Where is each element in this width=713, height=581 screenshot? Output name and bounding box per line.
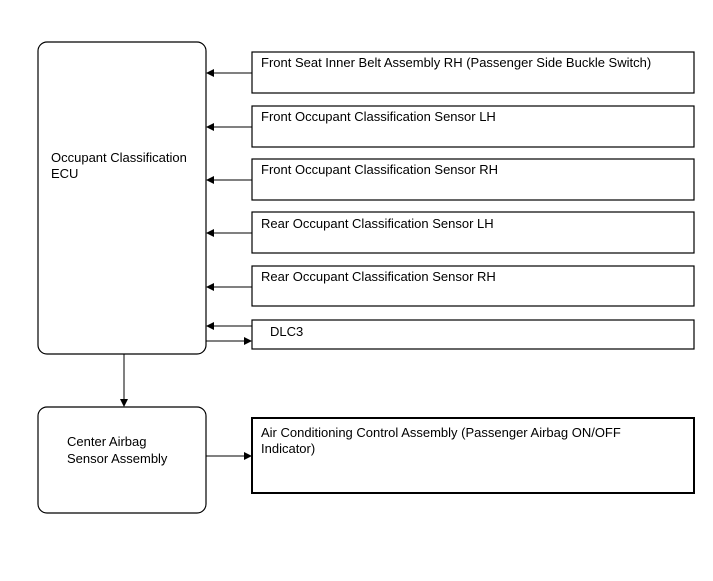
connector-airbag-to-indicator [206,452,252,460]
component-label: DLC3 [270,324,303,339]
connector-front-seat-belt [206,69,252,77]
component-label: Front Occupant Classification Sensor LH [261,109,496,124]
indicator-label-line1: Air Conditioning Control Assembly (Passe… [261,425,621,440]
component-label: Front Seat Inner Belt Assembly RH (Passe… [261,55,651,70]
connector-ecu-to-airbag [120,354,128,407]
component-front-sensor-rh: Front Occupant Classification Sensor RH [251,158,695,201]
connector-dlc3-in [206,322,252,330]
component-dlc3: DLC3 [251,319,695,350]
connector-rear-sensor-lh [206,229,252,237]
indicator-block: Air Conditioning Control Assembly (Passe… [251,417,695,494]
component-label: Rear Occupant Classification Sensor LH [261,216,494,231]
ecu-label-line2: ECU [51,166,78,181]
connector-front-sensor-lh [206,123,252,131]
ecu-label-line1: Occupant Classification [51,150,187,165]
component-front-sensor-lh: Front Occupant Classification Sensor LH [251,105,695,148]
airbag-sensor-block: Center Airbag Sensor Assembly [37,406,207,514]
component-front-seat-belt-rh: Front Seat Inner Belt Assembly RH (Passe… [251,51,695,94]
indicator-label-line2: Indicator) [261,441,315,456]
ecu-block: Occupant Classification ECU [37,41,207,355]
component-rear-sensor-rh: Rear Occupant Classification Sensor RH [251,265,695,307]
airbag-label-line1: Center Airbag [67,434,147,449]
component-label: Rear Occupant Classification Sensor RH [261,269,496,284]
component-label: Front Occupant Classification Sensor RH [261,162,498,177]
airbag-label-line2: Sensor Assembly [67,451,168,466]
connector-dlc3-out [206,337,252,345]
connector-rear-sensor-rh [206,283,252,291]
component-rear-sensor-lh: Rear Occupant Classification Sensor LH [251,211,695,254]
connector-front-sensor-rh [206,176,252,184]
